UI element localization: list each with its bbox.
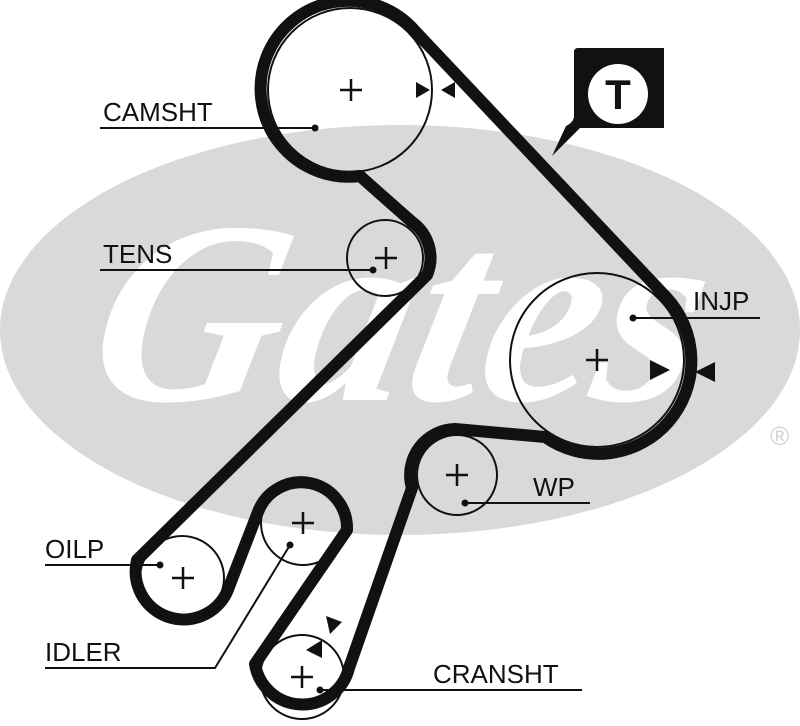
leader-lines <box>45 127 760 691</box>
label-camshaft: CAMSHT <box>103 97 213 127</box>
label-idler: IDLER <box>45 637 122 667</box>
label-water-pump: WP <box>533 472 575 502</box>
tensioner-badge: T <box>552 48 664 156</box>
leader-dots <box>156 124 637 694</box>
label-crankshaft: CRANSHT <box>433 659 559 689</box>
label-injection-pump: INJP <box>693 286 749 316</box>
tensioner-pulley <box>346 219 424 297</box>
label-tensioner: TENS <box>103 239 172 269</box>
timing-belt <box>129 0 698 711</box>
timing-marks <box>306 82 715 658</box>
svg-text:®: ® <box>770 421 789 451</box>
center-marks <box>172 79 608 688</box>
badge-letter: T <box>605 71 631 118</box>
injection-pump-pulley <box>509 272 685 448</box>
label-oil-pump: OILP <box>45 534 104 564</box>
